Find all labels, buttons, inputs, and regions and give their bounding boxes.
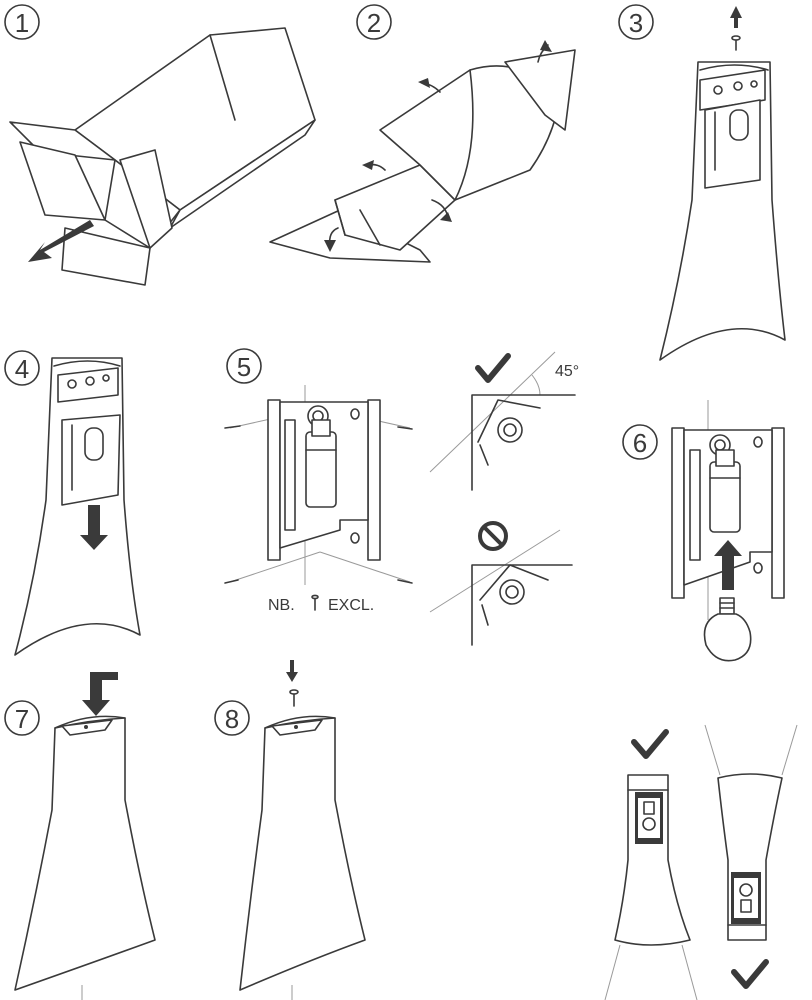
wall-corner <box>471 564 573 646</box>
fold-arrow-5-stem <box>328 227 339 247</box>
lamp-housing-open-illustration <box>14 357 141 656</box>
step-7-panel: 7 <box>4 672 156 1000</box>
lamp-housing-illustration <box>659 61 786 361</box>
wall-bracket-illustration <box>267 399 381 561</box>
fold-arrow-4-stem <box>431 199 449 219</box>
bracket-detail <box>477 399 541 466</box>
fold-arrow-3-stem <box>367 163 386 171</box>
prohibited-icon <box>478 521 508 551</box>
checkmark-icon <box>731 959 769 989</box>
light-spread-line <box>681 944 698 1000</box>
lamp-upright-illustration <box>614 774 691 946</box>
step-2-badge <box>356 4 392 40</box>
down-arrow <box>286 660 298 682</box>
screw-icon <box>311 594 319 611</box>
step-8-badge <box>214 700 250 736</box>
pull-arrow <box>28 220 94 262</box>
screw-icon <box>224 579 239 584</box>
step-3-badge <box>618 4 654 40</box>
step-5-badge <box>226 348 262 384</box>
lamp-shade-illustration <box>239 715 366 991</box>
step-8-panel: 8 <box>214 660 366 1000</box>
step-2-number: 2 <box>367 8 381 38</box>
step-1-panel: 1 <box>4 4 316 286</box>
step-6-number: 6 <box>633 428 647 458</box>
checkmark-icon <box>631 729 669 759</box>
screw-guide-4 <box>319 551 411 583</box>
step-7-number: 7 <box>15 704 29 734</box>
down-arrow <box>80 505 108 550</box>
note-suffix: EXCL. <box>328 597 374 614</box>
screw-icon <box>224 425 241 429</box>
note-prefix: NB. <box>268 597 295 614</box>
step-6-panel: 6 <box>622 400 785 662</box>
step-2-panel: 2 <box>269 4 576 263</box>
step-5-number: 5 <box>237 352 251 382</box>
fold-arrow-2-stem <box>537 44 549 63</box>
step-3-number: 3 <box>629 8 643 38</box>
screw-icon <box>397 426 413 430</box>
checkmark-icon <box>475 353 511 383</box>
fold-arrow-4 <box>440 212 452 222</box>
lamp-shade-illustration <box>14 715 156 991</box>
screw-icon <box>397 579 413 584</box>
angle-correct-panel: 45° <box>429 351 579 491</box>
step-4-panel: 4 <box>4 350 141 656</box>
bracket-detail <box>479 564 549 626</box>
screw-icon <box>731 35 741 51</box>
box-illustration <box>9 27 316 286</box>
light-spread-line <box>604 944 621 1000</box>
step-1-number: 1 <box>15 8 29 38</box>
wall-corner <box>471 394 576 491</box>
light-bulb-icon <box>703 597 752 662</box>
up-arrow <box>730 6 742 28</box>
step-4-badge <box>4 350 40 386</box>
step-3-panel: 3 <box>618 4 786 361</box>
step-7-badge <box>4 700 40 736</box>
up-arrow <box>714 540 742 590</box>
fold-arrow-1-stem <box>421 82 441 93</box>
step-5-panel: 5 NB. <box>224 348 413 614</box>
step-8-number: 8 <box>225 704 239 734</box>
down-arrow <box>82 672 118 716</box>
mounted-bracket-illustration <box>671 427 785 599</box>
angle-wrong-panel <box>429 521 573 646</box>
light-spread-line <box>781 724 798 776</box>
lamp-inverted-illustration <box>717 773 783 941</box>
unfolded-box-illustration <box>269 49 576 263</box>
orientation-panel <box>604 724 798 1000</box>
angle-arc <box>531 374 541 396</box>
angle-label: 45° <box>555 363 579 380</box>
screw-guide-3 <box>229 551 321 583</box>
step-6-badge <box>622 424 658 460</box>
light-spread-line <box>704 724 721 776</box>
angle-guide-line <box>429 529 561 613</box>
step-1-badge <box>4 4 40 40</box>
step-4-number: 4 <box>15 354 29 384</box>
screw-icon <box>289 689 299 707</box>
